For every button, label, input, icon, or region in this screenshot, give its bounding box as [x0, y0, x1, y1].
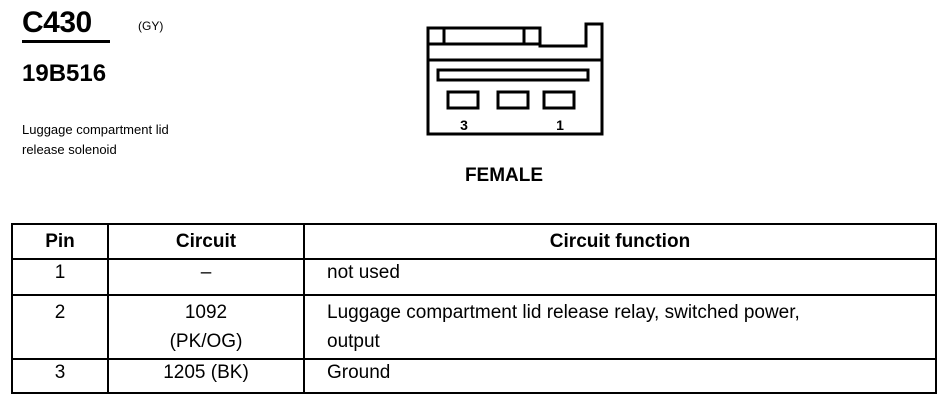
function-cell: Luggage compartment lid release relay, s…	[303, 294, 937, 360]
header-circuit-function: Circuit function	[303, 223, 937, 260]
connector-id-text: C430	[22, 6, 92, 39]
pin-cell: 1	[11, 258, 109, 296]
table-header-row: Pin Circuit Circuit function	[11, 223, 937, 260]
circuit-number: 1092	[184, 302, 228, 323]
circuit-cell: –	[107, 258, 305, 296]
table-row: 2 1092 (PK/OG) Luggage compartment lid r…	[11, 294, 937, 360]
table-row: 3 1205 (BK) Ground	[11, 358, 937, 394]
description-line-1: Luggage compartment lid	[22, 122, 169, 137]
pin-label-3: 3	[460, 117, 468, 133]
connector-id-underline	[22, 40, 110, 43]
function-line-2: output	[327, 331, 380, 352]
function-cell: Ground	[303, 358, 937, 394]
pinout-table: Pin Circuit Circuit function 1 – not use…	[11, 223, 937, 394]
pin-label-1: 1	[556, 117, 564, 133]
header-circuit: Circuit	[107, 223, 305, 260]
connector-id: C430	[22, 6, 110, 43]
function-line-1: Luggage compartment lid release relay, s…	[327, 302, 800, 323]
connector-color-code: (GY)	[138, 19, 164, 33]
pin-cell: 3	[11, 358, 109, 394]
connector-face-icon: 3 1	[426, 22, 604, 136]
connector-gender-label: FEMALE	[464, 165, 544, 186]
part-number: 19B516	[22, 60, 107, 87]
description-line-2: release solenoid	[22, 142, 117, 157]
function-cell: not used	[303, 258, 937, 296]
table-row: 1 – not used	[11, 258, 937, 296]
circuit-cell: 1205 (BK)	[107, 358, 305, 394]
pin-cell: 2	[11, 294, 109, 360]
connector-description: Luggage compartment lid release solenoid	[22, 120, 282, 160]
header-pin: Pin	[11, 223, 109, 260]
circuit-cell: 1092 (PK/OG)	[107, 294, 305, 360]
circuit-color: (PK/OG)	[169, 331, 243, 352]
